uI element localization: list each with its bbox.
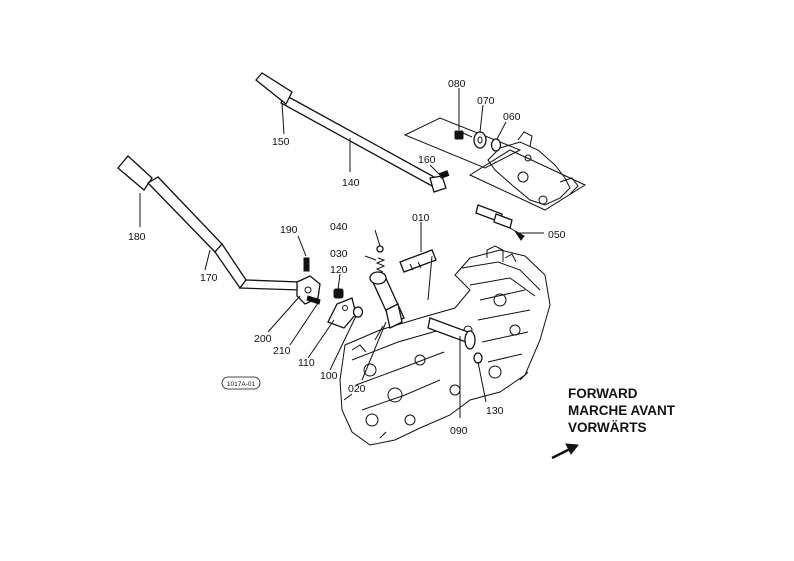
upper-cover-plate: [403, 117, 587, 211]
label-150: 150: [272, 136, 290, 148]
part-020-shift-arm: [369, 271, 405, 341]
label-010: 010: [412, 212, 430, 224]
part-070-washer: [473, 131, 487, 149]
transmission-housing: [339, 245, 551, 446]
part-170-range-lever: [146, 176, 301, 291]
part-140-shift-lever: [280, 94, 447, 193]
part-210-bolt: [306, 295, 321, 305]
label-180: 180: [128, 231, 146, 243]
direction-line-3: VORWÄRTS: [568, 420, 647, 435]
drawing-code-stamp: 1017A-01: [221, 376, 261, 390]
part-100-washer: [352, 306, 364, 318]
part-050-shaft: [475, 204, 525, 241]
part-number-labels: 080 070 060 160 150 140 050 010 040 030 …: [128, 78, 566, 437]
label-080: 080: [448, 78, 466, 90]
label-060: 060: [503, 111, 521, 123]
part-040-ball: [376, 245, 384, 253]
label-040: 040: [330, 221, 348, 233]
label-130: 130: [486, 405, 504, 417]
leader-lines: [139, 88, 544, 418]
direction-legend: FORWARD MARCHE AVANT VORWÄRTS: [551, 386, 676, 460]
svg-text:1017A-01: 1017A-01: [227, 381, 256, 388]
part-190-spring-pin: [303, 257, 310, 272]
label-170: 170: [200, 272, 218, 284]
part-200-lever-bracket: [296, 275, 321, 305]
direction-line-2: MARCHE AVANT: [568, 403, 676, 418]
label-120: 120: [330, 264, 348, 276]
part-110-plate: [327, 297, 357, 329]
label-210: 210: [273, 345, 291, 357]
label-070: 070: [477, 95, 495, 107]
label-140: 140: [342, 177, 360, 189]
part-010-shift-rod: [399, 249, 437, 301]
part-120-nut: [333, 288, 344, 299]
part-090-fork-shaft: [427, 317, 476, 350]
label-160: 160: [418, 154, 436, 166]
part-080-bolt: [454, 130, 473, 140]
part-160-pin: [438, 170, 450, 179]
part-150-lever-knob: [255, 72, 293, 106]
label-100: 100: [320, 370, 338, 382]
label-050: 050: [548, 229, 566, 241]
part-180-lever-knob: [117, 155, 153, 191]
label-020: 020: [348, 383, 366, 395]
label-110: 110: [298, 357, 315, 369]
label-090: 090: [450, 425, 468, 437]
forward-arrow-icon: [551, 443, 579, 460]
label-200: 200: [254, 333, 272, 345]
part-030-spring: [375, 257, 386, 273]
label-030: 030: [330, 248, 348, 260]
direction-line-1: FORWARD: [568, 386, 638, 401]
part-060-oring: [490, 138, 502, 152]
part-130-ring: [473, 352, 483, 364]
label-190: 190: [280, 224, 298, 236]
